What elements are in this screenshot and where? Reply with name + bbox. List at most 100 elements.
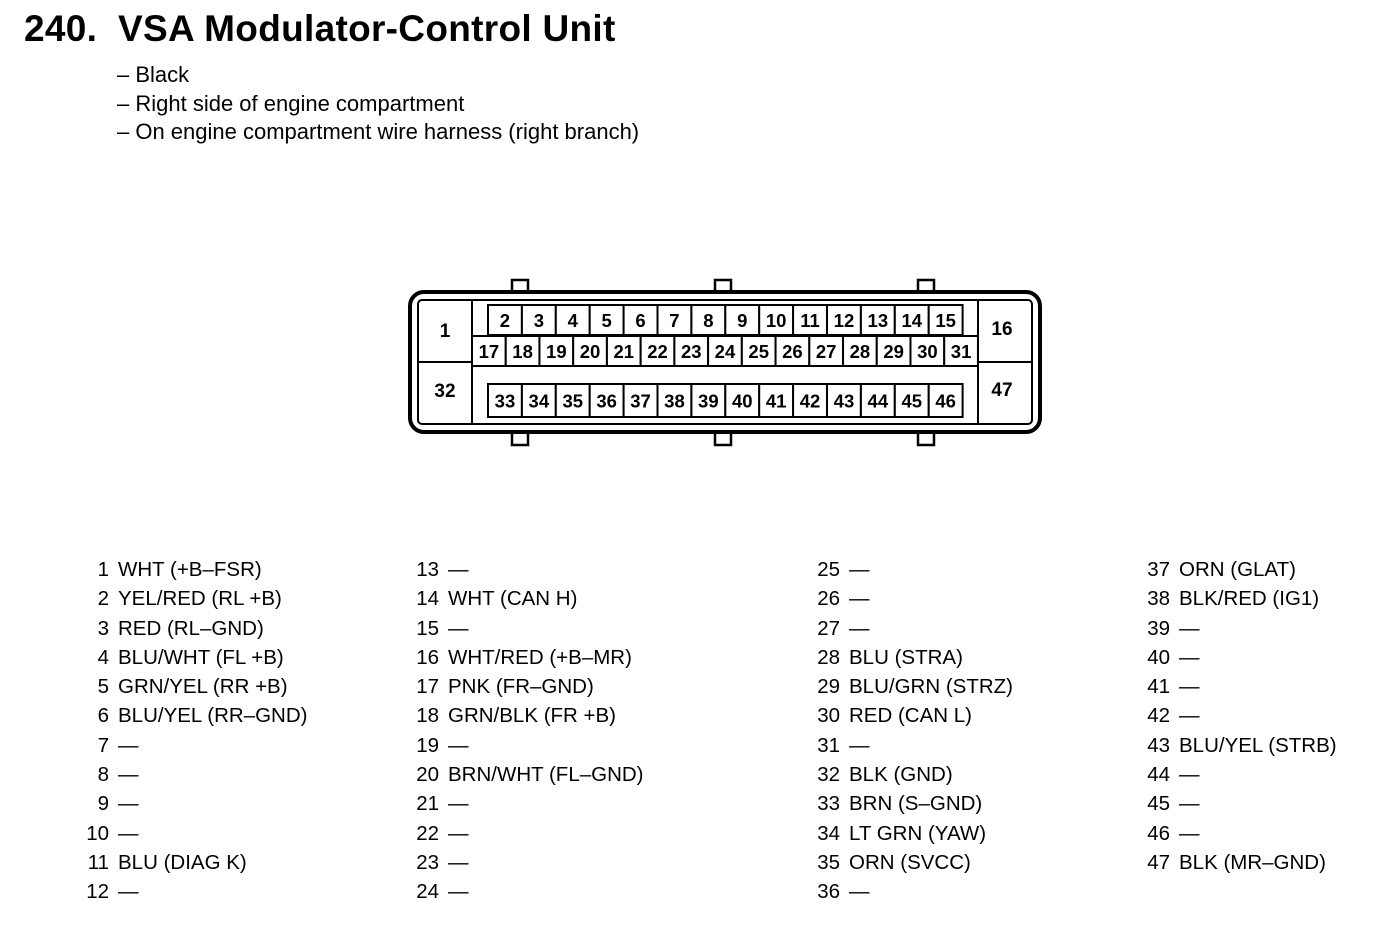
pin-row: 38 BLK/RED (IG1) xyxy=(1147,584,1337,613)
pin-description: GRN/BLK (FR +B) xyxy=(448,704,617,728)
pin-label: 33 xyxy=(495,391,516,412)
pin-description: RED (CAN L) xyxy=(849,704,973,728)
pin-row: 42— xyxy=(1147,701,1337,730)
pin-description: PNK (FR–GND) xyxy=(448,675,594,699)
pin-description: BLK/RED (IG1) xyxy=(1179,587,1320,611)
pin-label: 23 xyxy=(681,341,702,362)
pin-label: 46 xyxy=(935,391,956,412)
pin-description: — xyxy=(1179,616,1200,640)
pin-label: 26 xyxy=(782,341,803,362)
pin-number: 28 xyxy=(817,645,840,669)
pin-number: 8 xyxy=(97,763,109,787)
pin-description: — xyxy=(849,733,870,757)
pin-label: 44 xyxy=(868,391,889,412)
pin-description: BLK (MR–GND) xyxy=(1179,850,1326,874)
pin-label: 14 xyxy=(901,310,922,331)
pin-number: 15 xyxy=(416,616,439,640)
pin-number: 34 xyxy=(817,821,840,845)
pin-row: 46 — xyxy=(1147,819,1337,848)
pin-cavity xyxy=(656,383,693,418)
pin-description: BLU/YEL (STRB) xyxy=(1179,733,1337,757)
pin-row: 26— xyxy=(817,584,1013,613)
pin-number: 13 xyxy=(416,558,439,581)
pin-cavity xyxy=(572,335,608,367)
pin-label: 9 xyxy=(737,310,747,331)
pin-label: 35 xyxy=(562,391,583,412)
pin-description: WHT/RED (+B–MR) xyxy=(448,645,632,669)
pin-number: 45 xyxy=(1147,792,1170,816)
pin-number: 19 xyxy=(416,733,439,757)
pin-number: 5 xyxy=(97,675,109,699)
pin-label: 19 xyxy=(546,341,567,362)
pin-number: 35 xyxy=(817,850,840,874)
connector-title: VSA Modulator-Control Unit xyxy=(118,8,616,49)
pin-row: 12— xyxy=(86,877,307,906)
pin-row: 8— xyxy=(98,760,307,789)
pin-row: 39— xyxy=(1147,614,1337,643)
pin-description: — xyxy=(448,850,469,874)
pin-description: BLU (STRA) xyxy=(849,645,963,669)
note-harness: – On engine compartment wire harness (ri… xyxy=(117,119,640,144)
pin-label-corner: 16 xyxy=(991,319,1012,340)
pin-cavity xyxy=(909,335,946,367)
pin-cavity xyxy=(487,383,523,418)
pin-description: — xyxy=(849,616,870,640)
pin-label: 28 xyxy=(850,341,871,362)
pin-row: 10— xyxy=(86,819,307,848)
pin-number: 18 xyxy=(416,704,439,728)
pin-label: 10 xyxy=(766,310,787,331)
pin-description: — xyxy=(1179,763,1200,787)
pin-description: RED (RL–GND) xyxy=(118,616,264,640)
pin-description: — xyxy=(448,733,469,757)
pin-label: 25 xyxy=(748,341,769,362)
pin-label: 11 xyxy=(800,310,820,331)
pin-description: LT GRN (YAW) xyxy=(849,821,987,845)
section-number: 240. xyxy=(24,8,98,49)
pin-row: 19 — xyxy=(416,731,644,760)
pin-row: 24— xyxy=(416,877,644,906)
pin-description: — xyxy=(1179,675,1200,699)
pin-number: 9 xyxy=(97,792,109,816)
pin-label: 24 xyxy=(715,341,736,362)
pin-label: 29 xyxy=(883,341,904,362)
pin-cavity xyxy=(792,383,829,418)
pin-row: 44— xyxy=(1147,760,1337,789)
pin-row: 31— xyxy=(817,731,1013,760)
pin-row: 7— xyxy=(98,731,307,760)
pin-cavity xyxy=(927,304,964,336)
pin-description: — xyxy=(849,880,870,904)
pin-number: 38 xyxy=(1147,587,1170,611)
pin-row: 27 — xyxy=(817,614,1013,643)
pin-description: — xyxy=(448,880,469,904)
pin-row: 45— xyxy=(1147,789,1337,818)
pin-cavity xyxy=(758,304,795,336)
pin-description: — xyxy=(1179,645,1200,669)
pin-label: 39 xyxy=(698,391,719,412)
pin-row: 25— xyxy=(817,555,1013,584)
pin-number: 14 xyxy=(416,587,439,611)
pin-number: 47 xyxy=(1147,850,1170,874)
pin-description: — xyxy=(1179,821,1200,845)
pin-description: WHT (+B–FSR) xyxy=(118,558,262,581)
pin-number: 46 xyxy=(1147,821,1170,845)
pin-label: 45 xyxy=(901,391,922,412)
pin-label: 21 xyxy=(613,341,634,362)
note-location: – Right side of engine compartment xyxy=(117,90,465,116)
pin-label: 3 xyxy=(534,310,544,331)
pin-cavity xyxy=(554,383,591,418)
pin-number: 27 xyxy=(817,616,840,640)
pin-number: 29 xyxy=(817,675,840,699)
pin-label-corner: 1 xyxy=(440,321,451,342)
pin-label: 41 xyxy=(766,391,787,412)
